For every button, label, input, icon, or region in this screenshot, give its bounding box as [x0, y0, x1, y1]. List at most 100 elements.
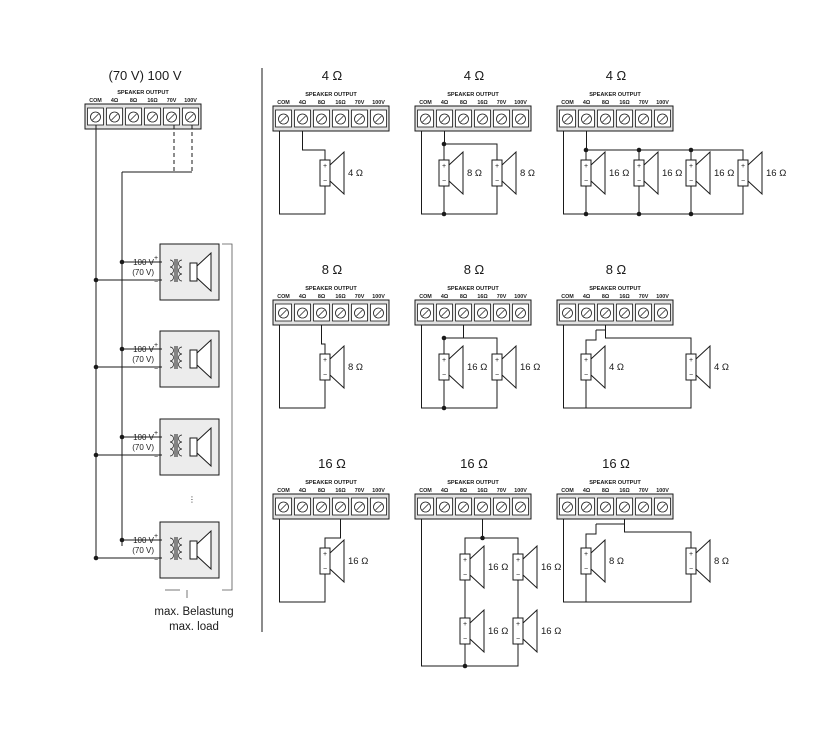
line-speaker-magnet: [189, 540, 198, 560]
speaker-impedance-label: 16 Ω: [467, 362, 487, 373]
terminal-label: 70V: [639, 488, 649, 494]
terminal-label: 8Ω: [460, 294, 468, 300]
junction-dot: [636, 147, 642, 153]
terminal-label: 8Ω: [460, 100, 468, 106]
speaker-plus: +: [689, 551, 693, 558]
terminal-strip: [556, 105, 674, 132]
terminal-label: 70V: [355, 294, 365, 300]
terminal-header: SPEAKER OUTPUT: [447, 480, 499, 486]
speaker-cone: [522, 608, 538, 654]
junction-dot: [93, 555, 99, 561]
junction-dot: [93, 452, 99, 458]
panel-title: 16 Ω: [460, 456, 488, 471]
speaker-cone: [643, 150, 659, 196]
speaker-impedance-label: 16 Ω: [541, 562, 561, 573]
terminal-label: 70V: [639, 294, 649, 300]
terminal-label: 100V: [656, 294, 669, 300]
terminal-label: 4Ω: [583, 488, 591, 494]
speaker-minus: −: [323, 178, 327, 185]
junction-dot: [441, 405, 447, 411]
speaker-cone: [695, 538, 711, 584]
line-speaker-cone: [196, 338, 212, 380]
speaker-cone: [448, 344, 464, 390]
speaker: +−16 Ω: [512, 608, 561, 654]
tap-minus: −: [154, 366, 158, 373]
terminal-strip: [556, 299, 674, 326]
speaker: +−16 Ω: [633, 150, 682, 196]
terminal-strip: [84, 103, 202, 130]
speaker-cone: [329, 150, 345, 196]
line-speaker: 100 V(70 V)+−: [93, 243, 220, 301]
line-speaker-cone: [196, 251, 212, 293]
junction-dot: [441, 211, 447, 217]
terminal-strip: [414, 299, 532, 326]
speaker-minus: −: [463, 572, 467, 579]
speaker-impedance-label: 16 Ω: [541, 626, 561, 637]
terminal-label: 8Ω: [602, 488, 610, 494]
tap-label-100v: 100 V: [133, 345, 155, 354]
terminal-label: 8Ω: [318, 100, 326, 106]
line-speaker: 100 V(70 V)+−: [93, 418, 220, 476]
junction-dot: [688, 147, 694, 153]
speaker: +−4 Ω: [319, 150, 363, 196]
terminal-strip: [272, 299, 390, 326]
terminal-header: SPEAKER OUTPUT: [447, 286, 499, 292]
speaker-minus: −: [442, 372, 446, 379]
speaker-plus: +: [689, 163, 693, 170]
junction-dot: [583, 147, 589, 153]
junction-dot: [583, 211, 589, 217]
terminal-header: SPEAKER OUTPUT: [447, 92, 499, 98]
speaker-impedance-label: 16 Ω: [488, 626, 508, 637]
terminal-label: 16Ω: [335, 100, 346, 106]
panel-title: 16 Ω: [318, 456, 346, 471]
terminal-label: 8Ω: [318, 294, 326, 300]
speaker-plus: +: [516, 621, 520, 628]
left-speakers: 100 V(70 V)+−100 V(70 V)+−100 V(70 V)+−1…: [93, 243, 220, 579]
panel-title: 4 Ω: [606, 68, 627, 83]
terminal-label: 8Ω: [318, 488, 326, 494]
terminal-label: COM: [89, 98, 102, 104]
terminal-label: 4Ω: [299, 100, 307, 106]
line-speaker-magnet: [189, 437, 198, 457]
tap-label-70v: (70 V): [132, 268, 154, 277]
junction-dot: [119, 259, 125, 265]
max-load-label-en: max. load: [169, 621, 219, 633]
left-title: (70 V) 100 V: [109, 68, 182, 83]
speaker-impedance-label: 4 Ω: [714, 362, 729, 373]
terminal-label: 70V: [355, 488, 365, 494]
speaker-plus: +: [323, 551, 327, 558]
speaker-plus: +: [516, 557, 520, 564]
speaker-minus: −: [463, 636, 467, 643]
terminal-label: 70V: [167, 98, 177, 104]
terminal-header: SPEAKER OUTPUT: [589, 92, 641, 98]
panel-title: 8 Ω: [606, 262, 627, 277]
speaker-cone: [501, 150, 517, 196]
speaker-impedance-label: 8 Ω: [609, 556, 624, 567]
tap-plus: +: [154, 533, 158, 540]
speaker-cone: [448, 150, 464, 196]
speaker: +−8 Ω: [319, 344, 363, 390]
speaker-plus: +: [689, 357, 693, 364]
line-speaker: 100 V(70 V)+−: [93, 330, 220, 388]
tap-label-100v: 100 V: [133, 258, 155, 267]
terminal-label: 16Ω: [619, 488, 630, 494]
speaker-plus: +: [637, 163, 641, 170]
speaker-impedance-label: 16 Ω: [520, 362, 540, 373]
speaker-plus: +: [584, 551, 588, 558]
terminal-label: 8Ω: [460, 488, 468, 494]
terminal-label: COM: [561, 100, 574, 106]
speaker: +−4 Ω: [580, 344, 624, 390]
terminal-label: 70V: [497, 488, 507, 494]
speaker-minus: −: [741, 178, 745, 185]
speaker-minus: −: [689, 178, 693, 185]
speaker-cone: [522, 544, 538, 590]
